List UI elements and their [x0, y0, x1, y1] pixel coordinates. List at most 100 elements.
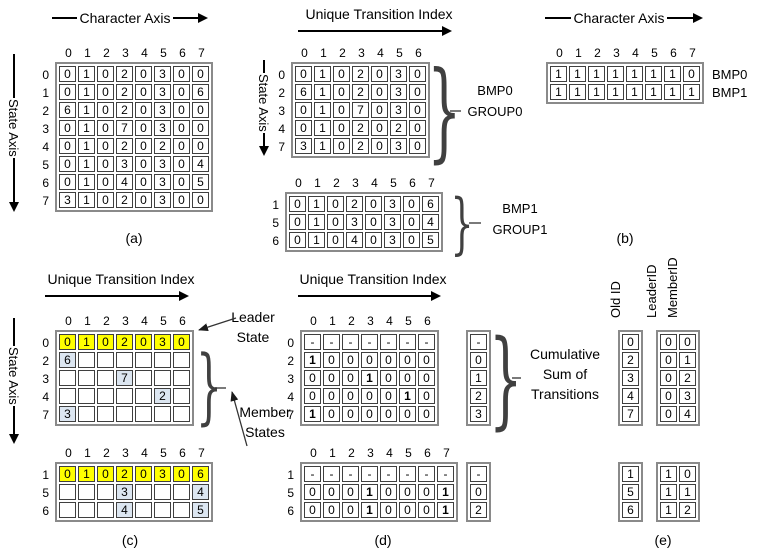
matrix-cell: 0 [59, 66, 76, 82]
matrix-cell: 3 [384, 196, 401, 212]
matrix-cell: 3 [384, 232, 401, 248]
row-label: 6 [42, 176, 49, 190]
matrix-cell [116, 406, 133, 422]
matrix-cell: 7 [352, 102, 369, 118]
matrix-cell: 0 [371, 84, 388, 100]
matrix-cell: 0 [409, 66, 426, 82]
caption-e: (e) [654, 532, 672, 548]
matrix-cell: 3 [154, 102, 171, 118]
matrix-cell: 4 [679, 406, 696, 422]
matrix-cell: 0 [403, 214, 420, 230]
matrix-cell: 0 [173, 138, 190, 154]
column-label: 4 [377, 46, 384, 60]
matrix-cell: 3 [470, 406, 487, 422]
matrix-cell: 0 [365, 214, 382, 230]
matrix-cell [173, 352, 190, 368]
axis-line [666, 17, 694, 19]
matrix-cell: 0 [59, 174, 76, 190]
column-label: 4 [371, 176, 378, 190]
matrix-cell: 2 [116, 84, 133, 100]
matrix-cell [173, 502, 190, 518]
matrix-cell: 3 [154, 334, 171, 350]
matrix-cell: 0 [295, 120, 312, 136]
matrix-cell: 2 [352, 84, 369, 100]
group0-brace: } [427, 49, 461, 174]
matrix-cell: 4 [422, 214, 439, 230]
row-label: 1 [42, 86, 49, 100]
axis-line [298, 295, 431, 297]
matrix-cell: 7 [116, 120, 133, 136]
row-label: 3 [287, 372, 294, 386]
column-label: 0 [556, 46, 563, 60]
matrix-cell: 4 [192, 156, 209, 172]
matrix-cell [173, 370, 190, 386]
row-label: 6 [287, 504, 294, 518]
matrix-cell: 0 [418, 406, 435, 422]
matrix-cell [97, 406, 114, 422]
matrix-cell: 1 [437, 502, 454, 518]
matrix-cell: 0 [380, 502, 397, 518]
caption-c: (c) [121, 532, 139, 548]
matrix-cell: 0 [135, 138, 152, 154]
column-label: 7 [428, 176, 435, 190]
matrix-cell: 7 [622, 406, 639, 422]
bmp0-label: BMP0 [477, 83, 513, 98]
matrix-cell: 0 [418, 370, 435, 386]
matrix-cell [97, 388, 114, 404]
matrix-cell [154, 406, 171, 422]
matrix-cell: - [342, 466, 359, 482]
column-label: 0 [301, 46, 308, 60]
matrix-cell: 3 [59, 406, 76, 422]
brace-glyph: } [489, 316, 523, 440]
character-axis-header-a: Character Axis [52, 10, 209, 26]
matrix-cell [154, 502, 171, 518]
matrix-cell: 1 [569, 84, 586, 100]
column-label: 1 [84, 314, 91, 328]
matrix-cell: 0 [173, 84, 190, 100]
matrix-cell: - [399, 334, 416, 350]
matrix-cell: 0 [304, 388, 321, 404]
column-label: 6 [424, 446, 431, 460]
matrix-cell: 1 [314, 138, 331, 154]
column-label: 0 [65, 446, 72, 460]
caption-a: (a) [125, 230, 143, 246]
matrix-cell: 0 [192, 66, 209, 82]
column-label: 2 [594, 46, 601, 60]
column-label: 1 [84, 446, 91, 460]
matrix-cell: 2 [116, 138, 133, 154]
matrix-cell: 6 [622, 502, 639, 518]
matrix-cell: - [418, 334, 435, 350]
column-label: 3 [122, 46, 129, 60]
matrix-cell: 0 [173, 66, 190, 82]
matrix-cell: 0 [361, 352, 378, 368]
matrix-cell: - [361, 334, 378, 350]
cumulative-sum-brace: } [489, 317, 523, 440]
matrix-cell: 6 [59, 102, 76, 118]
matrix-cell: 3 [346, 214, 363, 230]
matrix-cell: 0 [323, 502, 340, 518]
matrix-cell: 0 [418, 352, 435, 368]
matrix-cell: 0 [399, 502, 416, 518]
matrix-cell: - [470, 466, 487, 482]
member-states-label: Member States [239, 404, 291, 440]
matrix-cell [135, 370, 152, 386]
character-axis-label: Character Axis [573, 10, 665, 26]
matrix-cell: 4 [346, 232, 363, 248]
matrix-cell [135, 484, 152, 500]
matrix-cell: 3 [390, 138, 407, 154]
matrix-cell: 1 [588, 84, 605, 100]
matrix-cell: 0 [418, 502, 435, 518]
matrix-cell: 0 [371, 102, 388, 118]
matrix-cell: 0 [342, 484, 359, 500]
column-label: 5 [405, 446, 412, 460]
